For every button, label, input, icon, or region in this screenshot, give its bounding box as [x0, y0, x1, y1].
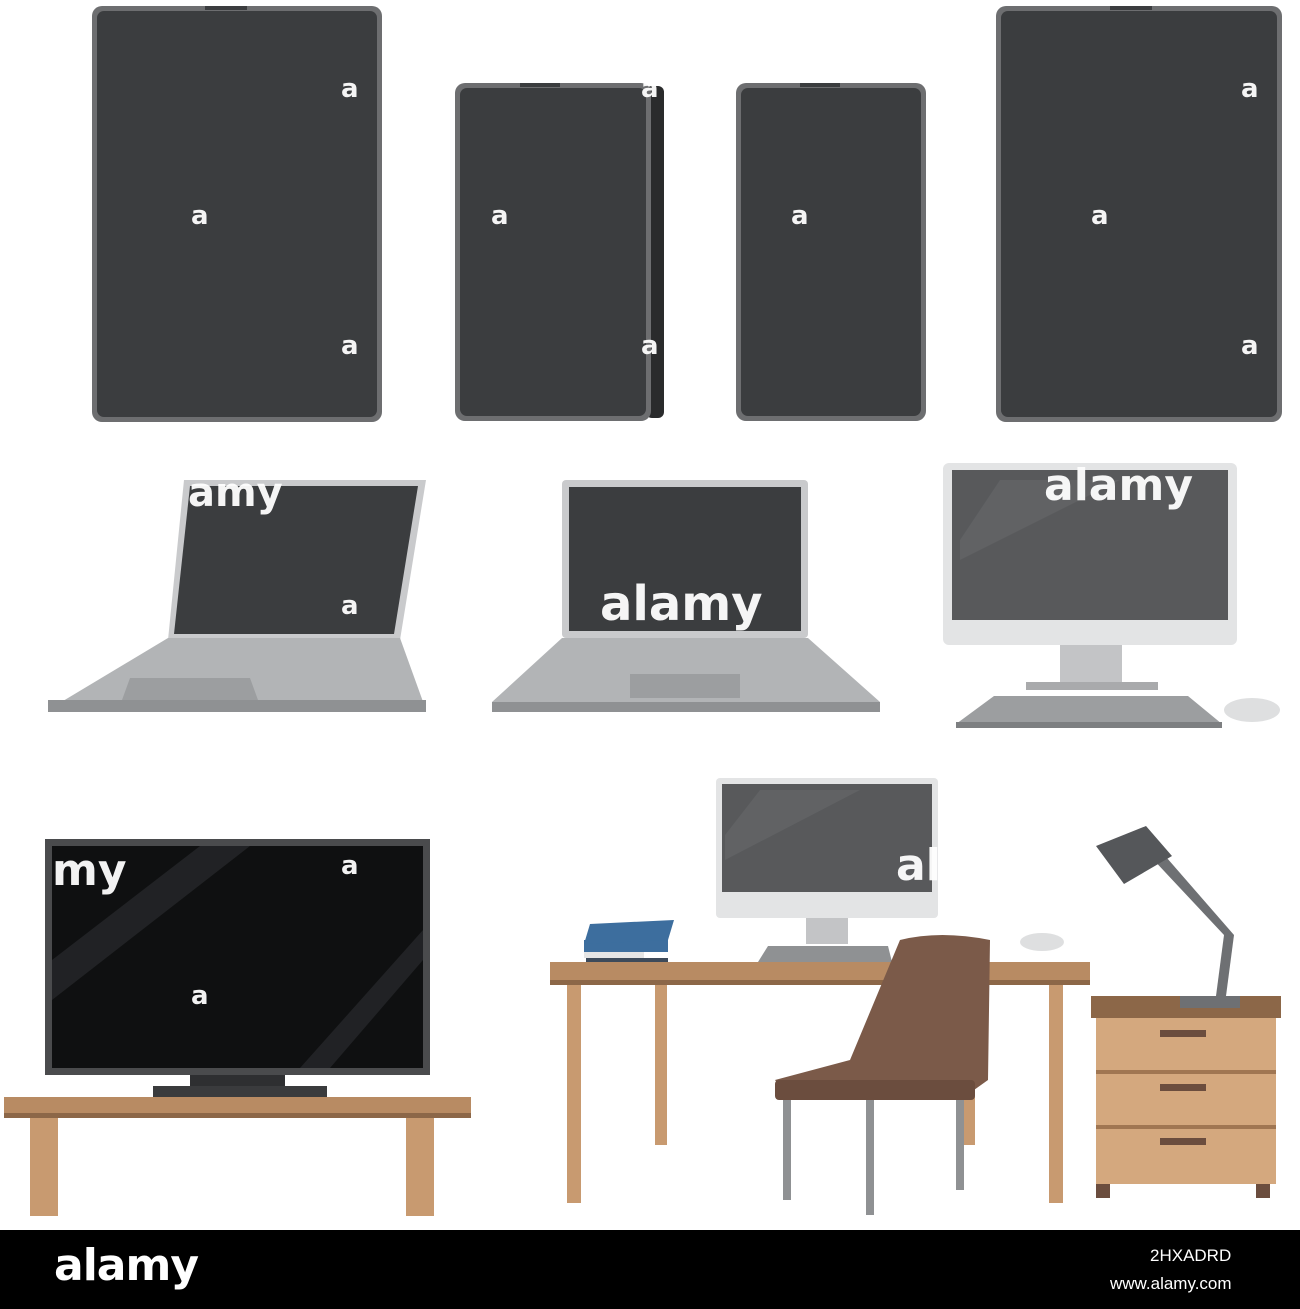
watermark-top-right: alamy: [1044, 460, 1193, 511]
watermark-letter: a: [1241, 74, 1259, 104]
watermark-fragment-my: my: [52, 845, 127, 896]
watermark-letter: a: [1091, 201, 1109, 231]
phone-right: [736, 83, 926, 421]
laptop-front: [492, 480, 880, 712]
watermark-letter: a: [1241, 331, 1259, 361]
tablet-large-right: [996, 6, 1282, 422]
watermark-letter: a: [791, 981, 809, 1011]
desk-setup: [550, 778, 1281, 1215]
watermark-letter: a: [191, 201, 209, 231]
watermark: alamy alamy amy my al a a a a a a a a a …: [52, 74, 1259, 1011]
watermark-letter: a: [791, 201, 809, 231]
watermark-letter: a: [191, 981, 209, 1011]
phone-left: [455, 83, 664, 421]
footer-image-id: 2HXADRD: [1150, 1246, 1232, 1265]
watermark-letter: a: [341, 74, 359, 104]
watermark-letter: a: [341, 331, 359, 361]
footer-logo: alamy: [54, 1240, 199, 1291]
device-illustration: alamy alamy amy my al a a a a a a a a a …: [4, 6, 1282, 1216]
watermark-fragment-al: al: [896, 840, 941, 891]
watermark-letter: a: [341, 851, 359, 881]
watermark-letter: a: [491, 201, 509, 231]
tablet-large-left: [92, 6, 382, 422]
watermark-letter: a: [641, 331, 659, 361]
watermark-letter: a: [641, 74, 659, 104]
laptop-angled: [48, 480, 426, 712]
watermark-center: alamy: [600, 576, 763, 632]
desktop-computer: [943, 463, 1280, 728]
footer-url: www.alamy.com: [1110, 1274, 1232, 1293]
tv-on-table: [4, 839, 471, 1216]
watermark-letter: a: [341, 591, 359, 621]
watermark-fragment-left: amy: [188, 470, 283, 516]
footer-bar: alamy 2HXADRD www.alamy.com: [0, 1230, 1300, 1309]
